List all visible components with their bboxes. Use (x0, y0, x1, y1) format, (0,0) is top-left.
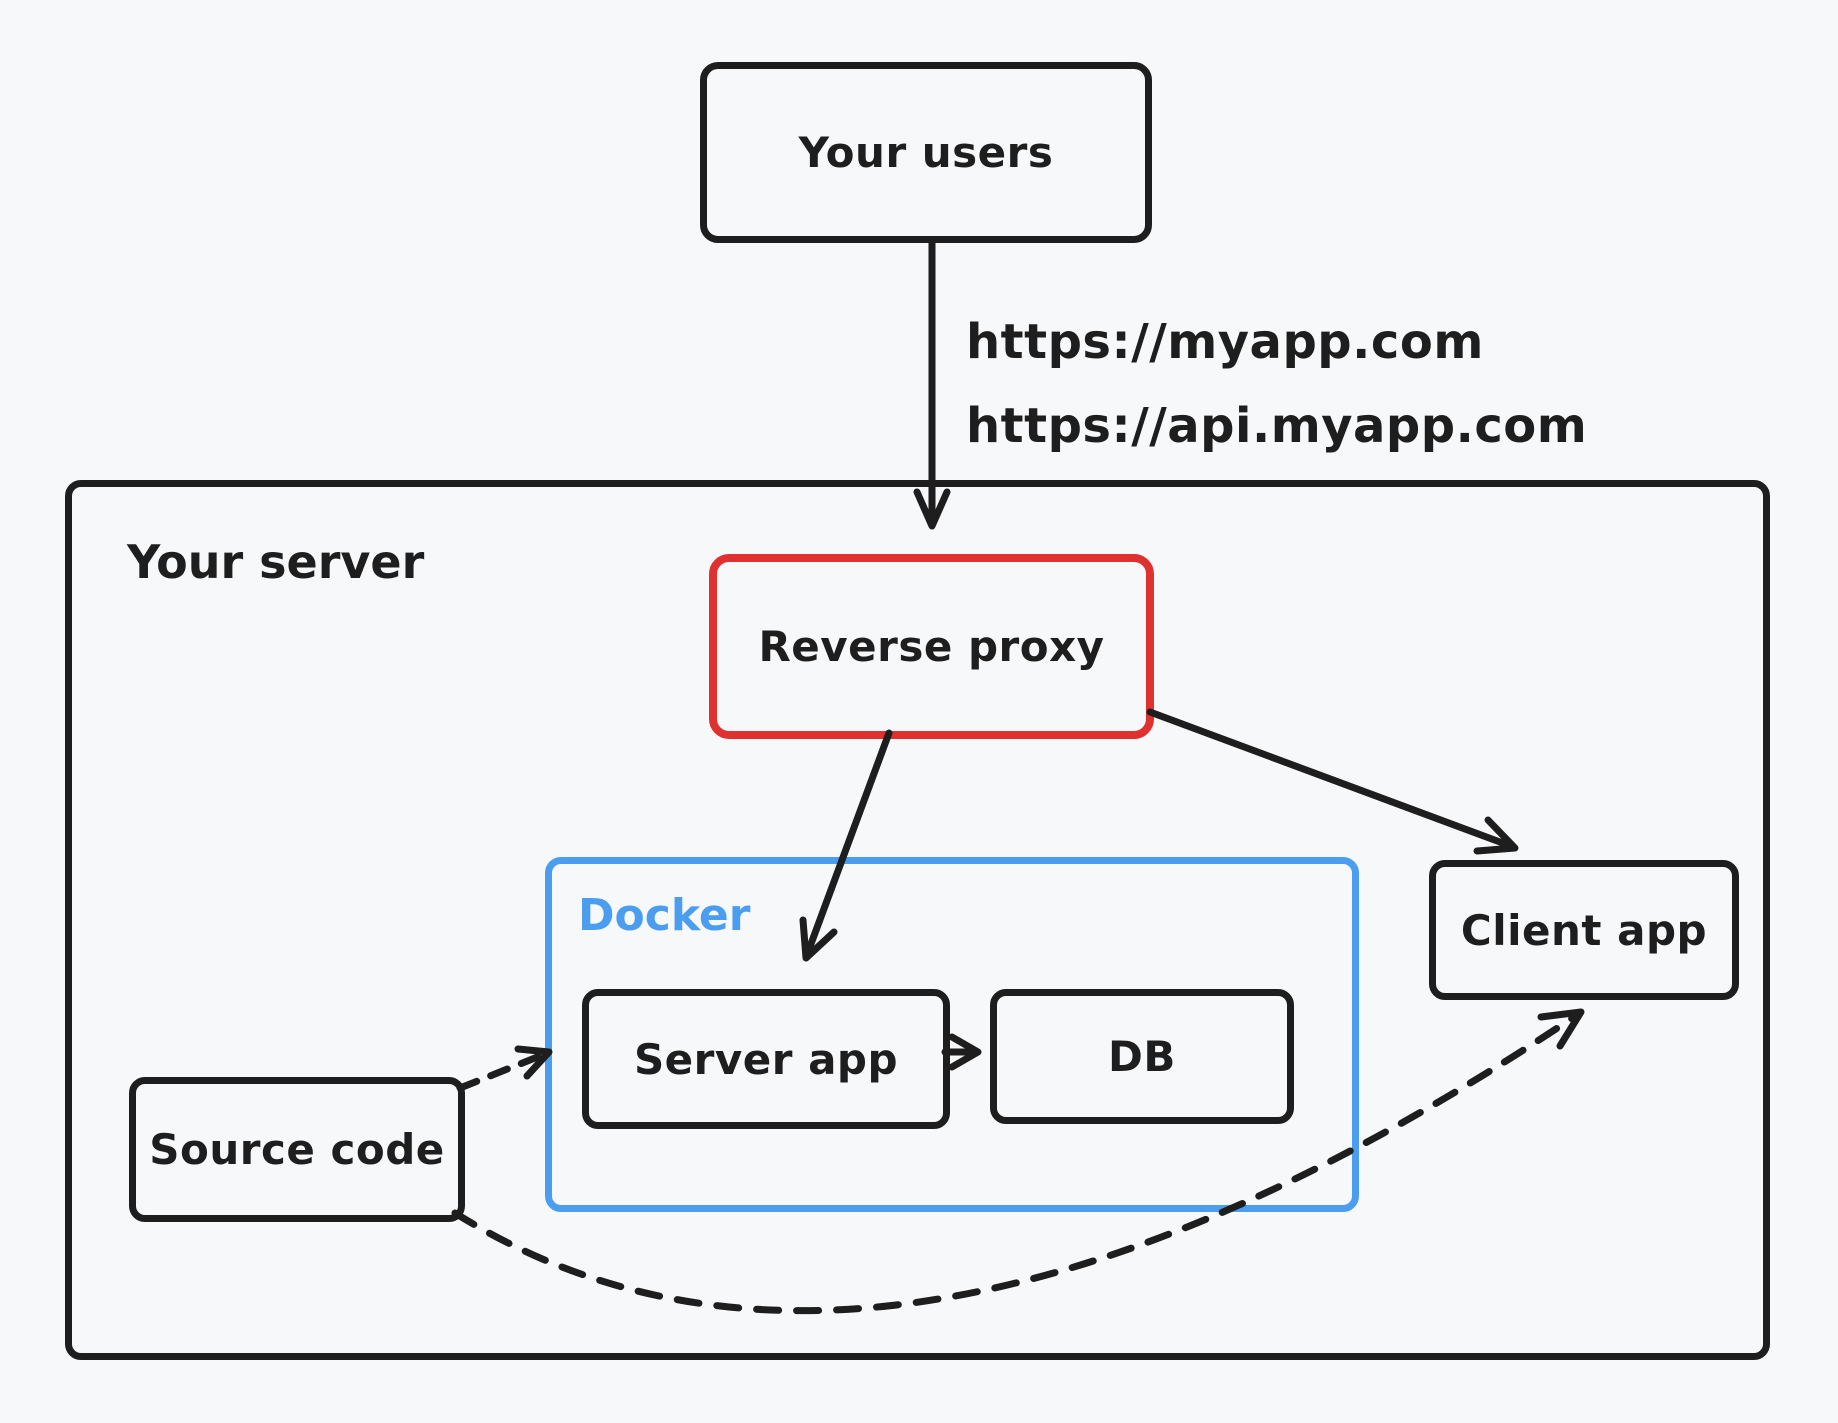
source-code-label: Source code (149, 1125, 445, 1174)
your-server-container: Your server Reverse proxy Docker Server … (65, 480, 1770, 1360)
reverse-proxy-label: Reverse proxy (758, 622, 1105, 671)
reverse-proxy-node: Reverse proxy (709, 554, 1154, 739)
db-node: DB (990, 989, 1294, 1124)
url-line-1: https://myapp.com (966, 314, 1484, 370)
client-app-node: Client app (1429, 860, 1739, 1000)
source-code-node: Source code (129, 1077, 465, 1222)
url-annotation: https://myapp.com https://api.myapp.com (966, 300, 1587, 468)
db-label: DB (1108, 1032, 1176, 1081)
your-server-label: Your server (127, 535, 425, 589)
client-app-label: Client app (1460, 905, 1708, 955)
docker-label: Docker (578, 890, 751, 941)
server-app-node: Server app (582, 989, 950, 1129)
server-app-label: Server app (633, 1034, 899, 1084)
your-users-label: Your users (798, 128, 1054, 177)
your-users-node: Your users (700, 62, 1152, 243)
url-line-2: https://api.myapp.com (966, 398, 1588, 454)
docker-container: Docker Server app DB (545, 857, 1359, 1212)
